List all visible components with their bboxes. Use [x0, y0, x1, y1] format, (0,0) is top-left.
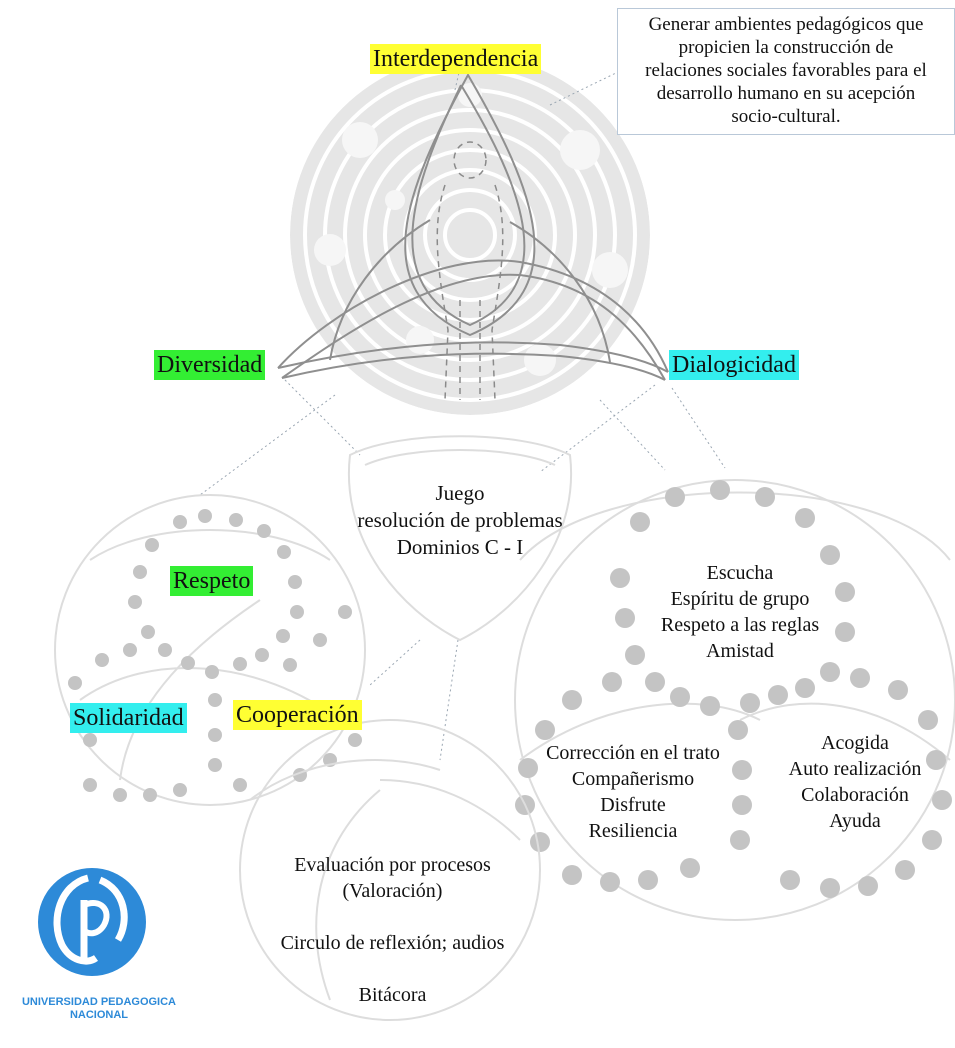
- label-respeto: Respeto: [170, 566, 254, 596]
- connector-lines: [199, 67, 726, 761]
- university-name-line2: NACIONAL: [69, 1009, 129, 1021]
- right-text-line: Amistad: [706, 640, 774, 662]
- university-logo: [38, 868, 146, 976]
- center-text-line: Juego: [435, 481, 485, 505]
- bottom-text-line-1: Evaluación por procesos: [294, 854, 491, 876]
- left-lower-text-line: Disfrute: [600, 794, 666, 816]
- lower-left-dots: [68, 509, 362, 802]
- university-name: UNIVERSIDAD PEDAGOGICA NACIONAL: [10, 996, 188, 1022]
- right-lower-text-line: Auto realización: [788, 758, 922, 780]
- right-text-line: Respeto a las reglas: [660, 614, 820, 636]
- center-text-line: resolución de problemas: [357, 508, 563, 532]
- lower-right-circle-ornament: [514, 479, 955, 921]
- description-line: Generar ambientes pedagógicos que: [648, 14, 924, 35]
- left-lower-text-line: Compañerismo: [571, 768, 695, 790]
- description-line: socio-cultural.: [731, 106, 841, 127]
- right-lower-text-block: Acogida Auto realización Colaboración Ay…: [760, 730, 950, 834]
- bottom-text-line-2: (Valoración): [342, 880, 443, 902]
- label-cooperacion: Cooperación: [233, 700, 362, 730]
- bottom-text-line-4: Bitácora: [358, 984, 427, 1006]
- lower-right-dots: [515, 480, 952, 898]
- university-name-line1: UNIVERSIDAD PEDAGOGICA: [21, 996, 177, 1008]
- center-shield-ornament: [347, 435, 573, 642]
- label-diversidad: Diversidad: [154, 350, 266, 380]
- right-lower-text-line: Colaboración: [801, 784, 909, 806]
- label-solidaridad: Solidaridad: [70, 703, 187, 733]
- bottom-text-line-3: Circulo de reflexión; audios: [280, 932, 505, 954]
- left-lower-text-line: Resiliencia: [588, 820, 678, 842]
- center-text-line: Dominios C - I: [396, 535, 524, 559]
- description-line: propicien la construcción de: [678, 37, 894, 58]
- right-lower-text-line: Acogida: [821, 732, 889, 754]
- right-text-block: Escucha Espíritu de grupo Respeto a las …: [620, 560, 860, 664]
- description-line: relaciones sociales favorables para el: [645, 60, 927, 81]
- right-text-line: Espíritu de grupo: [670, 588, 810, 610]
- human-figure-sketch: [436, 141, 504, 401]
- left-lower-text-block: Corrección en el trato Compañerismo Disf…: [518, 740, 748, 844]
- description-box: Generar ambientes pedagógicos que propic…: [617, 8, 955, 135]
- bottom-circle-ornament: [239, 719, 541, 1021]
- left-lower-text-line: Corrección en el trato: [546, 742, 720, 764]
- right-text-line: Escucha: [706, 562, 774, 584]
- right-lower-text-line: Ayuda: [829, 810, 881, 832]
- triquetra-knot: [277, 72, 669, 381]
- description-line: desarrollo humano en su acepción: [656, 83, 916, 104]
- label-interdependencia: Interdependencia: [370, 44, 542, 74]
- label-dialogicidad: Dialogicidad: [669, 350, 799, 380]
- center-text-block: Juego resolución de problemas Dominios C…: [300, 480, 620, 561]
